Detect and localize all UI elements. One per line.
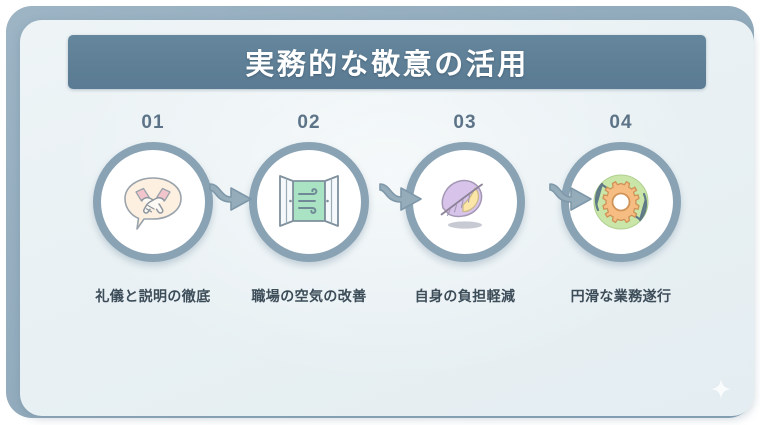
slide-outer-frame: 実務的な敬意の活用 01 [6, 6, 754, 418]
slide-card: 実務的な敬意の活用 01 [20, 20, 754, 416]
step-label-04: 円滑な業務遂行 [570, 288, 672, 304]
process-steps: 01 [20, 112, 754, 372]
step-circle-04 [561, 142, 681, 262]
process-step-01[interactable]: 01 [75, 112, 231, 306]
step-circle-03 [405, 142, 525, 262]
step-number-04: 04 [609, 112, 633, 133]
process-step-03[interactable]: 03 [387, 112, 543, 306]
step-number-01: 01 [141, 112, 165, 133]
page-title: 実務的な敬意の活用 [245, 49, 529, 81]
process-step-04[interactable]: 04 [543, 112, 699, 306]
process-step-02[interactable]: 02 [231, 112, 387, 306]
step-label-02: 職場の空気の改善 [251, 288, 367, 304]
step-number-02: 02 [297, 112, 321, 133]
step-circle-02 [249, 142, 369, 262]
gear-cycle-icon [583, 164, 659, 240]
step-label-01: 礼儀と説明の徹底 [95, 288, 211, 304]
step-label-03: 自身の負担軽減 [414, 288, 516, 304]
handshake-speech-bubble-icon [115, 164, 191, 240]
step-circle-01 [93, 142, 213, 262]
open-window-breeze-icon [271, 164, 347, 240]
title-banner: 実務的な敬意の活用 [68, 35, 706, 89]
sparkle-icon [710, 378, 732, 400]
floating-feather-icon [427, 164, 503, 240]
step-number-03: 03 [453, 112, 477, 133]
